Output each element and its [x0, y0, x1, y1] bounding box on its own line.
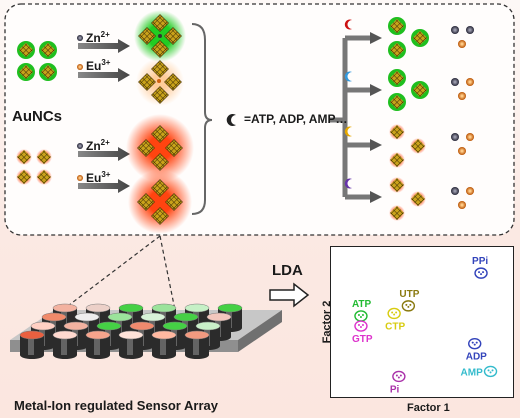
lda-arrow-icon — [269, 282, 310, 308]
point-amp — [483, 365, 498, 378]
x-axis-label: Factor 1 — [407, 402, 450, 414]
point-label-pi: Pi — [390, 384, 400, 395]
point-label-amp: AMP — [461, 367, 484, 378]
analytes-label: =ATP, ADP, AMP… — [244, 112, 348, 126]
point-pi — [392, 370, 406, 383]
aunc-label: AuNCs — [12, 108, 63, 125]
y-axis-label: Factor 2 — [321, 300, 333, 344]
zn-ion-label-bottom: Zn2+ — [86, 138, 110, 153]
zn-ion-label-top: Zn2+ — [86, 30, 110, 45]
lda-label: LDA — [272, 262, 303, 279]
point-label-gtp: GTP — [352, 334, 373, 345]
point-label-atp: ATP — [352, 299, 372, 310]
point-ctp — [387, 307, 401, 320]
point-label-adp: ADP — [466, 352, 487, 363]
point-utp — [401, 300, 416, 312]
eu-ion-label-top: Eu3+ — [86, 58, 111, 73]
point-ppi — [474, 267, 488, 279]
point-atp — [354, 310, 368, 322]
eu-ion-label-bottom: Eu3+ — [86, 170, 111, 185]
point-label-ctp: CTP — [385, 321, 405, 332]
point-label-ppi: PPi — [472, 256, 488, 267]
sensor-array-caption: Metal-Ion regulated Sensor Array — [14, 398, 218, 413]
point-gtp — [354, 320, 368, 332]
point-label-utp: UTP — [399, 289, 419, 300]
point-adp — [468, 337, 482, 350]
